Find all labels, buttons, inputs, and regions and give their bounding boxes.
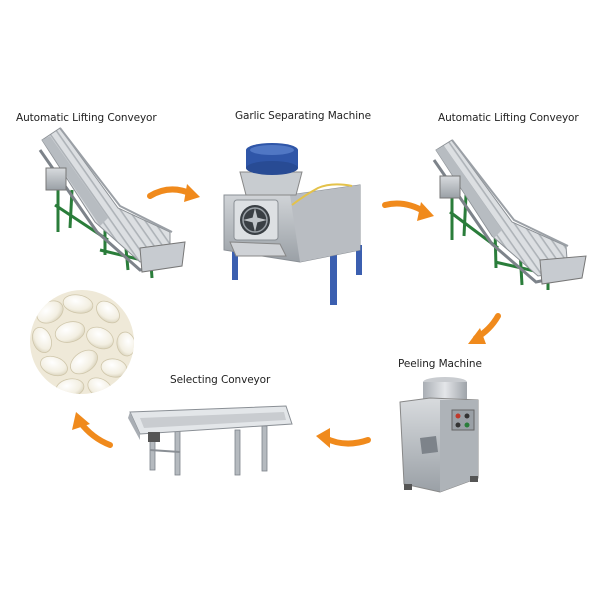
garlic-separating-machine — [223, 143, 362, 305]
step-label-lifting-conveyor-2: Automatic Lifting Conveyor — [438, 112, 579, 124]
step-label-selecting-conveyor: Selecting Conveyor — [170, 374, 271, 386]
selecting-conveyor-table — [128, 405, 293, 476]
flow-arrow-4-head — [316, 428, 330, 448]
flow-arrow-1-head — [184, 184, 200, 202]
flow-arrow-2-head — [417, 202, 434, 221]
flow-arrow-3-head — [468, 328, 486, 344]
peeled-garlic-cloves — [30, 290, 134, 394]
garlic-peeling-machine — [399, 377, 479, 493]
step-label-lifting-conveyor-1: Automatic Lifting Conveyor — [16, 112, 157, 124]
step-label-peeling-machine: Peeling Machine — [398, 358, 482, 370]
lifting-conveyor-machine — [38, 127, 186, 279]
lifting-conveyor-machine — [432, 139, 587, 290]
flow-arrow-5-head — [72, 412, 90, 430]
flow-arrow-4 — [322, 435, 371, 447]
flow-arrow-2 — [382, 200, 428, 215]
step-label-separating-machine: Garlic Separating Machine — [235, 110, 371, 122]
